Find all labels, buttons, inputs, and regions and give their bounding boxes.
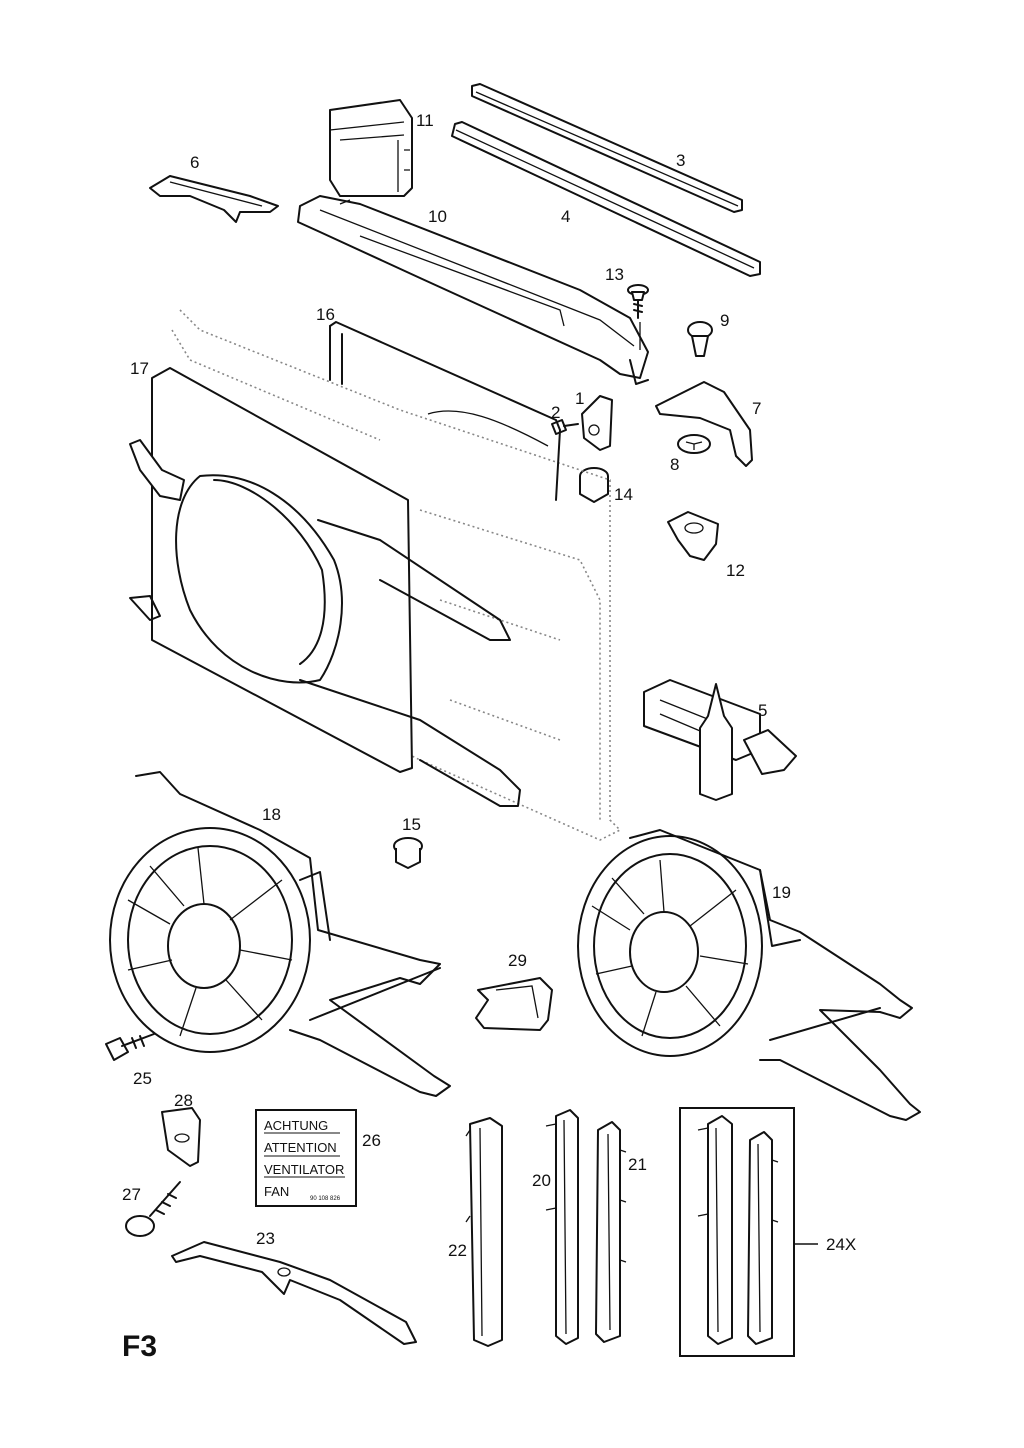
part-24x-rail-set (679, 1107, 818, 1357)
part-13-screw (627, 284, 649, 319)
part-3-seal-strip (471, 83, 743, 213)
callout-10: 10 (428, 207, 447, 226)
part-21-guide-rail (595, 1121, 627, 1343)
callout-24x: 24X (826, 1235, 856, 1254)
callout-8: 8 (670, 455, 679, 474)
label-line-4: FAN (264, 1184, 289, 1199)
part-29-clip (475, 977, 553, 1031)
callout-18: 18 (262, 805, 281, 824)
callout-6: 6 (190, 153, 199, 172)
part-25-bolt (105, 1033, 155, 1061)
part-14-grommet (579, 467, 609, 503)
part-19-fan-shroud (577, 829, 921, 1121)
callout-12: 12 (726, 561, 745, 580)
callout-4: 4 (561, 207, 570, 226)
callout-27: 27 (122, 1185, 141, 1204)
label-part-number: 90 108 826 (310, 1196, 341, 1202)
callout-3: 3 (676, 151, 685, 170)
page-code: F3 (122, 1330, 157, 1363)
callout-21: 21 (628, 1155, 647, 1174)
callout-23: 23 (256, 1229, 275, 1248)
part-5-adhesive-kit (643, 679, 797, 801)
label-line-3: VENTILATOR (264, 1162, 344, 1177)
callout-7: 7 (752, 399, 761, 418)
part-8-star-clip (677, 434, 711, 454)
callout-25: 25 (133, 1069, 152, 1088)
callout-20: 20 (532, 1171, 551, 1190)
callout-11: 11 (416, 111, 434, 130)
part-9-clip (687, 321, 713, 357)
label-line-1: ACHTUNG (264, 1118, 328, 1133)
radiator-ghost-outline (171, 309, 622, 841)
callout-28: 28 (174, 1091, 193, 1110)
part-15-grommet (393, 837, 423, 869)
part-20-guide-rail (545, 1109, 579, 1345)
part-10-upper-support (297, 195, 649, 385)
part-27-screw (125, 1181, 181, 1237)
callout-numbers: 1 2 3 4 5 6 7 8 9 10 11 12 13 14 15 16 1… (122, 111, 856, 1260)
part-11-cover-block (329, 99, 413, 197)
callout-13: 13 (605, 265, 624, 284)
callout-29: 29 (508, 951, 527, 970)
callout-15: 15 (402, 815, 421, 834)
callout-9: 9 (720, 311, 729, 330)
callout-16: 16 (316, 305, 335, 324)
callout-14: 14 (614, 485, 633, 504)
part-17-radiator-shroud (129, 367, 521, 807)
part-28-clip (161, 1107, 201, 1167)
label-line-2: ATTENTION (264, 1140, 337, 1155)
part-23-air-guide (171, 1241, 417, 1345)
part-4-seal-strip (451, 121, 761, 277)
callout-26: 26 (362, 1131, 381, 1150)
part-16-seal-frame (329, 321, 561, 501)
part-7-bracket (655, 381, 753, 467)
callout-2: 2 (551, 403, 560, 422)
part-22-guide-rail (465, 1117, 503, 1347)
part-18-fan-shroud (109, 771, 451, 1097)
part-12-retaining-clip (667, 511, 719, 561)
callout-1: 1 (575, 389, 584, 408)
part-1-bracket (581, 395, 613, 451)
callout-17: 17 (130, 359, 149, 378)
callout-22: 22 (448, 1241, 467, 1260)
part-26-warning-label: ACHTUNG ATTENTION VENTILATOR FAN 90 108 … (255, 1109, 357, 1207)
part-6-deflector (149, 175, 279, 223)
callout-19: 19 (772, 883, 791, 902)
callout-5: 5 (758, 701, 767, 720)
